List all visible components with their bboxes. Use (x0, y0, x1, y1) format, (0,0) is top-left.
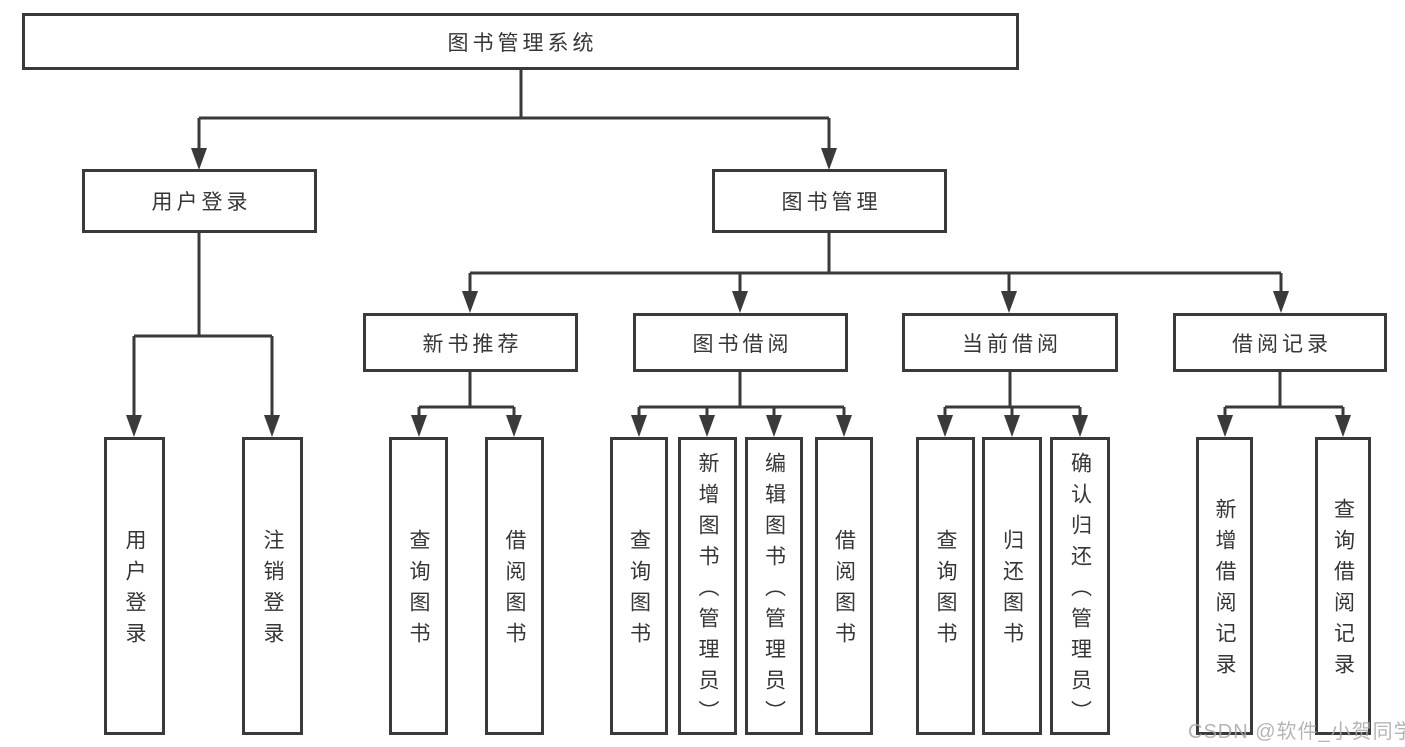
node-label: 新增借阅记录 (1213, 498, 1236, 684)
leaf-return-books: 归还图书 (982, 437, 1042, 735)
node-label: 借阅图书 (832, 529, 856, 653)
node-current-borrowing: 当前借阅 (902, 313, 1118, 372)
node-user-login: 用户登录 (82, 169, 317, 233)
connector-book-management-to-level3 (468, 233, 1283, 293)
arrow-down-icon (126, 415, 142, 437)
node-label: 查询图书 (627, 529, 651, 653)
leaf-edit-book-admin: 编辑图书（管理员） (745, 437, 803, 735)
arrow-down-icon (506, 415, 522, 437)
node-label: 查询图书 (407, 529, 430, 653)
node-book-borrowing: 图书借阅 (633, 313, 848, 372)
node-label: 注销登录 (261, 529, 284, 653)
arrow-down-icon (732, 291, 748, 313)
arrow-down-icon (699, 415, 715, 437)
arrow-down-icon (462, 291, 478, 313)
arrow-down-icon (766, 415, 782, 437)
leaf-confirm-return-admin: 确认归还（管理员） (1050, 437, 1110, 735)
node-label: 借阅记录 (1232, 332, 1332, 356)
leaf-query-books-borrowing: 查询图书 (610, 437, 668, 735)
connector-book-borrowing-to-leaves (637, 372, 846, 416)
node-label: 查询借阅记录 (1331, 498, 1355, 684)
arrow-down-icon (1072, 415, 1088, 437)
leaf-logout: 注销登录 (242, 437, 303, 735)
node-book-management: 图书管理 (712, 169, 947, 233)
arrow-down-icon (1217, 415, 1233, 437)
node-label: 编辑图书（管理员） (762, 451, 786, 731)
node-label: 归还图书 (1000, 529, 1024, 653)
node-root: 图书管理系统 (22, 13, 1019, 70)
arrow-down-icon (411, 415, 427, 437)
leaf-query-books-recommend: 查询图书 (389, 437, 448, 735)
node-label: 新增图书（管理员） (696, 451, 719, 731)
node-label: 确认归还（管理员） (1068, 451, 1092, 731)
arrow-down-icon (1273, 291, 1289, 313)
connector-new-book-recommend-to-leaves (417, 372, 516, 416)
connector-borrowing-records-to-leaves (1223, 372, 1345, 416)
arrow-down-icon (191, 148, 207, 170)
leaf-query-borrow-record: 查询借阅记录 (1315, 437, 1371, 735)
watermark: CSDN @软件_小贺同学 (1188, 721, 1405, 743)
node-label: 图书管理系统 (447, 31, 598, 55)
node-label: 借阅图书 (503, 529, 526, 653)
arrow-down-icon (821, 148, 837, 170)
leaf-query-books-current: 查询图书 (916, 437, 975, 735)
node-label: 图书借阅 (692, 332, 793, 356)
leaf-borrow-books: 借阅图书 (815, 437, 873, 735)
node-label: 新书推荐 (422, 332, 523, 356)
arrow-down-icon (1335, 415, 1351, 437)
node-label: 查询图书 (934, 529, 957, 653)
leaf-user-login: 用户登录 (104, 437, 165, 735)
node-label: 图书管理 (781, 191, 882, 214)
arrow-down-icon (264, 415, 280, 437)
arrow-down-icon (937, 415, 953, 437)
node-label: 用户登录 (123, 529, 146, 653)
node-borrowing-records: 借阅记录 (1173, 313, 1387, 372)
arrow-down-icon (836, 415, 852, 437)
arrow-down-icon (1001, 291, 1017, 313)
connector-root-to-level2 (197, 70, 831, 150)
leaf-borrow-books-recommend: 借阅图书 (485, 437, 544, 735)
node-new-book-recommend: 新书推荐 (363, 313, 578, 372)
connector-current-borrowing-to-leaves (943, 372, 1082, 416)
arrow-down-icon (1004, 415, 1020, 437)
node-label: 当前借阅 (962, 332, 1062, 356)
arrow-down-icon (631, 415, 647, 437)
node-label: 用户登录 (151, 191, 252, 214)
leaf-add-book-admin: 新增图书（管理员） (678, 437, 737, 735)
leaf-add-borrow-record: 新增借阅记录 (1196, 437, 1253, 735)
connector-user-login-to-leaves (132, 233, 274, 417)
